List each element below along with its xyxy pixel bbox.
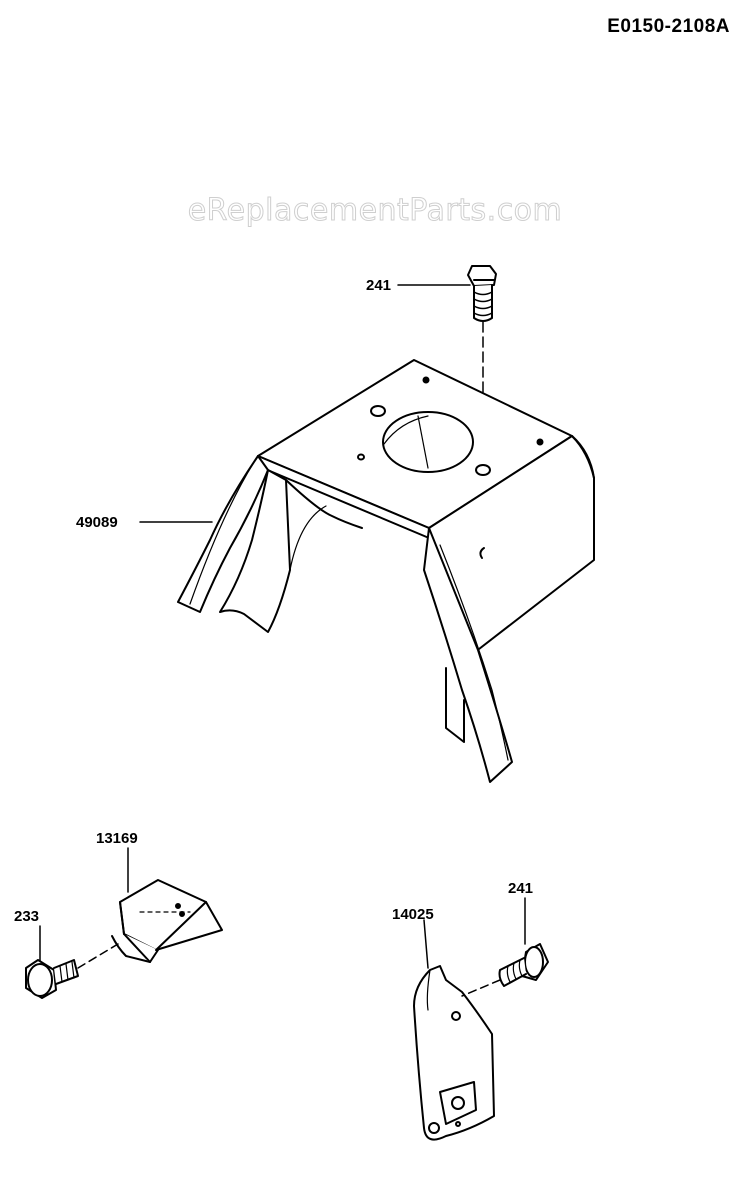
diagram-code: E0150-2108A <box>607 16 730 37</box>
label-13169: 13169 <box>96 830 138 847</box>
bolt-right[interactable] <box>461 943 549 997</box>
label-233: 233 <box>14 908 39 925</box>
watermark: eReplacementParts.com <box>187 193 563 229</box>
label-241-top: 241 <box>366 277 391 294</box>
cover[interactable] <box>139 359 595 783</box>
label-241-right: 241 <box>508 880 533 897</box>
bracket-right[interactable] <box>413 965 495 1141</box>
label-49089: 49089 <box>76 514 118 531</box>
label-14025: 14025 <box>392 906 434 923</box>
bolt-left[interactable] <box>25 943 119 999</box>
bolt-top[interactable] <box>467 265 497 463</box>
bracket-left[interactable] <box>111 879 223 963</box>
